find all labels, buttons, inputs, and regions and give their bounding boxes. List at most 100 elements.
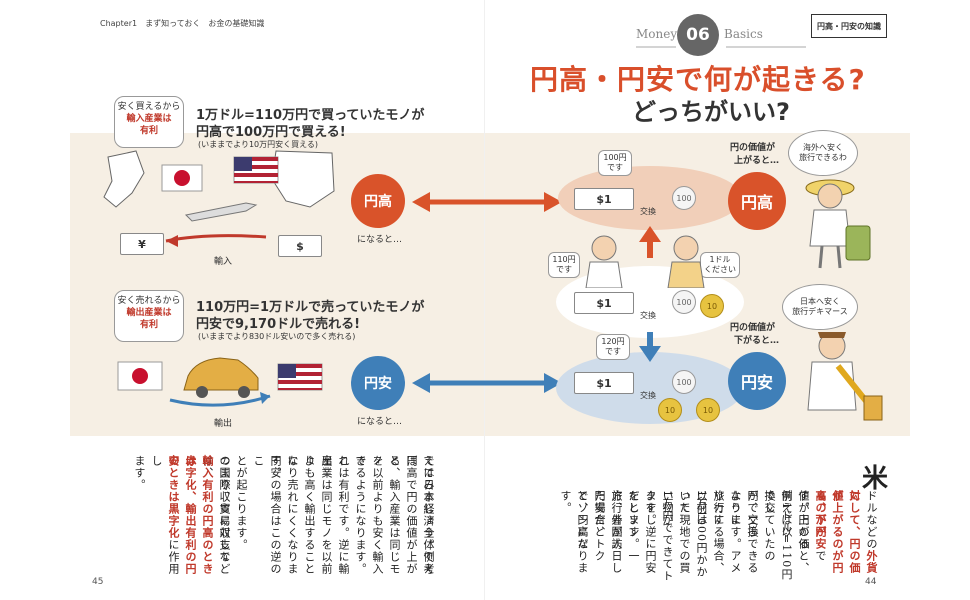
body-text: きるようになります。こ bbox=[337, 455, 367, 575]
text-column: きるようになります。こ bbox=[335, 455, 369, 575]
chapter-header: Chapter1 まず知っておく お金の基礎知識 bbox=[100, 19, 265, 28]
text-column: のときは黒字化に作用し bbox=[148, 455, 182, 575]
text-column: をします。一方、外国人 bbox=[608, 490, 642, 582]
export-headline-1: 110万円=1万ドルで売っていたモノが bbox=[196, 300, 425, 315]
body-text: 旅行者が訪日した場合、 bbox=[593, 490, 623, 574]
callout-accent: 有利 bbox=[139, 320, 158, 331]
body-text: 円安の場合はこの逆のこ bbox=[252, 455, 282, 575]
body-text: れは有利です。逆に輸出 bbox=[320, 455, 350, 575]
usa-map-icon bbox=[271, 150, 335, 208]
traveler-in-bubble: 日本へ安く 旅行デキマース bbox=[782, 284, 858, 330]
japan-map-icon bbox=[103, 150, 145, 208]
callout-accent: 有利 bbox=[139, 126, 158, 137]
page-fold bbox=[484, 0, 485, 600]
import-callout: 安く買えるから 輸入産業は 有利 bbox=[114, 96, 184, 148]
emphasis-text: 輸入有利の円高のときは bbox=[184, 455, 214, 575]
coin-100-icon: 100 bbox=[672, 370, 696, 394]
body-text: つまり、貿易収支など bbox=[218, 455, 231, 575]
text-column: と、輸入産業は同じモノ bbox=[369, 455, 403, 575]
yen-low-caption: になると… bbox=[357, 417, 403, 427]
text-column: ドルなどの外貨に bbox=[846, 490, 880, 582]
text-column: ます。 bbox=[131, 455, 148, 575]
export-illustration bbox=[117, 357, 323, 407]
import-label: 輸入 bbox=[214, 257, 233, 267]
yen-high-caption: になると… bbox=[357, 235, 403, 245]
yen-high-circle: 円高 bbox=[351, 174, 405, 228]
body-text: ます。逆に円安だとソン bbox=[627, 490, 657, 574]
body-text: りも高く輸出することに bbox=[286, 455, 316, 575]
bubble-110yen: 110円 です bbox=[548, 252, 580, 278]
body-text: の国際収支に対しては、 bbox=[201, 455, 231, 563]
value-up-line2: 上がると… bbox=[734, 156, 780, 166]
body-text: 旅行する場合、以前は bbox=[695, 490, 725, 574]
callout-line: 安く買えるから bbox=[117, 102, 181, 112]
text-column: れは有利です。逆に輸出 bbox=[318, 455, 352, 575]
text-column: とが起こります。 bbox=[233, 455, 250, 575]
bubble-1dollar: 1ドル ください bbox=[700, 252, 740, 278]
body-text: 円で交換できるように bbox=[729, 490, 759, 574]
export-callout: 安く売れるから 輸出産業は 有利 bbox=[114, 290, 184, 342]
yen-low-circle-right: 円安 bbox=[728, 352, 786, 410]
text-column: の国際収支に対しては、 bbox=[199, 455, 233, 575]
foreign-traveler-illustration bbox=[807, 332, 883, 421]
body-text: いた現地での買い物が bbox=[661, 490, 691, 574]
import-arrow bbox=[165, 234, 267, 243]
usa-flag-stripes bbox=[234, 157, 278, 183]
body-text: 1万1000円かかって bbox=[678, 490, 708, 578]
export-arrow bbox=[169, 394, 271, 407]
body-text: を以前よりも安く輸入で bbox=[354, 455, 384, 575]
coin-10-icon: 10 bbox=[700, 294, 724, 318]
text-column: が上がるのが円高、下が bbox=[812, 490, 846, 582]
basics-label: Basics bbox=[724, 27, 763, 41]
high-ellipse bbox=[558, 166, 742, 230]
text-column: るのが円安です。円の価 bbox=[795, 490, 829, 582]
body-text: 円安だとトクで、円高だ bbox=[576, 490, 606, 562]
bubble-120yen: 120円 です bbox=[596, 334, 630, 360]
body-text: です。円の価 bbox=[797, 490, 827, 562]
callout-accent: 輸入産業は bbox=[126, 114, 172, 125]
text-column: 旅行者が訪日した場合、 bbox=[591, 490, 625, 582]
import-note: (いままでより10万円安く買える) bbox=[198, 140, 319, 149]
page-title: 円高・円安で何が起きる? bbox=[530, 63, 866, 96]
text-column: りも高く輸出することに bbox=[284, 455, 318, 575]
bank-clerk-icon bbox=[673, 235, 699, 261]
emphasis-text: るのが円安 bbox=[814, 490, 827, 550]
japan-flag-circle bbox=[174, 170, 190, 186]
text-column: 1万円でできてトクをし bbox=[642, 490, 676, 582]
body-text: 1万円でできてトクをし bbox=[644, 490, 674, 582]
dollar-bill: $1 bbox=[574, 188, 634, 210]
emphasis-text: 対して、円の価値 bbox=[831, 490, 861, 574]
body-text: に作用し bbox=[150, 455, 180, 575]
traveler-man-icon bbox=[591, 235, 617, 261]
body-text: とソンになります。 bbox=[559, 490, 589, 574]
car-icon bbox=[183, 357, 259, 391]
dollar-bill: $1 bbox=[574, 372, 634, 394]
coin-100-icon: 100 bbox=[672, 290, 696, 314]
yen-high-circle-right: 円高 bbox=[728, 172, 786, 230]
value-up-line1: 円の価値が bbox=[730, 143, 776, 153]
text-column: 産業は同じモノを以前よ bbox=[301, 455, 335, 575]
body-text: では日本経済全体で考 bbox=[422, 455, 435, 575]
text-column: いた現地での買い物が bbox=[659, 490, 693, 582]
section-number-badge: 06 bbox=[677, 14, 719, 56]
body-text: 円高で円の価値が上がる bbox=[388, 455, 418, 575]
body-text: ます。 bbox=[133, 455, 146, 491]
text-column: 1万1000円かかって bbox=[676, 490, 710, 582]
text-column: 換していたのが、100 bbox=[744, 490, 778, 582]
body-text: なり売れにくくなります。 bbox=[269, 455, 299, 575]
text-column: なります。アメリカに bbox=[710, 490, 744, 582]
text-column: 赤字化、輸出有利の円安 bbox=[165, 455, 199, 575]
text-column: とソンになります。 bbox=[557, 490, 591, 582]
suitcase-icon bbox=[845, 225, 871, 261]
text-column: では日本経済全体で考 bbox=[420, 455, 437, 575]
airplane-icon bbox=[184, 202, 258, 222]
body-text: えてみましょう。例えば bbox=[405, 455, 435, 575]
emphasis-text: 赤字化、輸出有利の円安 bbox=[167, 455, 197, 575]
callout-line: 安く売れるから bbox=[117, 296, 181, 306]
body-text: なります。アメリカに bbox=[712, 490, 742, 574]
export-headline-2: 円安で9,170ドルで売れる! bbox=[196, 317, 361, 332]
traveler-out-bubble: 海外へ安く 旅行できるわ bbox=[788, 130, 858, 176]
text-column: 円高で円の価値が上がる bbox=[386, 455, 420, 575]
export-label: 輸出 bbox=[214, 419, 233, 429]
dollar-bill: $1 bbox=[574, 292, 634, 314]
